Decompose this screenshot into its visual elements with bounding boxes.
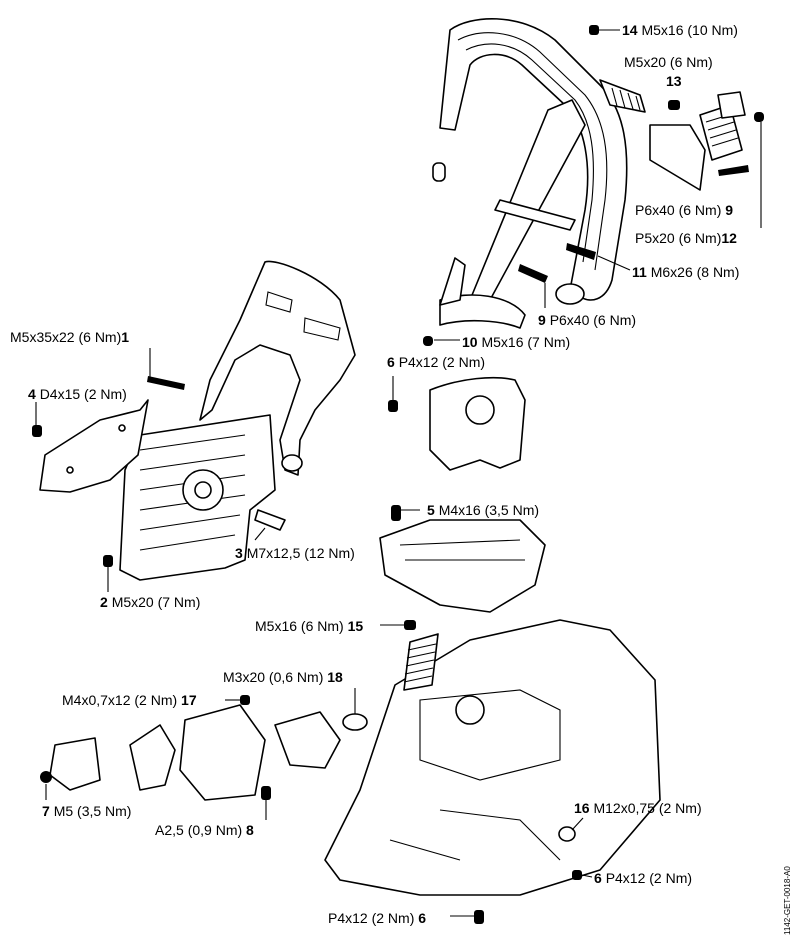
callout-7: 7 M5 (3,5 Nm) [42,803,132,819]
callout-8: A2,5 (0,9 Nm) 8 [155,822,254,838]
crankcase [324,619,661,896]
callout-5: 5 M4x16 (3,5 Nm) [427,502,540,518]
callout-9-top: P6x40 (6 Nm) 9 [635,202,734,218]
callout-14: 14 M5x16 (10 Nm) [622,22,738,38]
callout-1: M5x35x22 (6 Nm)1 [10,329,130,345]
intake-and-carburetor [49,704,368,801]
chain-catcher-plate [39,399,149,493]
spring-15 [403,633,439,691]
callout-16: 16 M12x0,75 (2 Nm) [574,800,702,816]
callout-17: M4x0,7x12 (2 Nm) 17 [62,692,197,708]
callout-11: 11 M6x26 (8 Nm) [632,264,740,280]
callout-6-right: 6 P4x12 (2 Nm) [594,870,693,886]
callout-6-bottom: P4x12 (2 Nm) 6 [328,910,427,926]
callout-9-bottom: 9 P6x40 (6 Nm) [538,312,637,328]
callout-4: 4 D4x15 (2 Nm) [28,386,127,402]
callout-12: P5x20 (6 Nm)12 [635,230,737,246]
sprocket-cover [119,414,276,581]
callout-13-spec: M5x20 (6 Nm) [624,54,713,70]
callout-3: 3 M7x12,5 (12 Nm) [235,545,355,561]
leader-lines [35,29,762,917]
document-id: 1142-GET-0018-A0 [783,866,792,935]
handlebar [432,17,628,329]
callout-10: 10 M5x16 (7 Nm) [462,334,571,350]
callout-13-num: 13 [666,73,682,89]
callout-15: M5x16 (6 Nm) 15 [255,618,364,634]
callout-2: 2 M5x20 (7 Nm) [100,594,201,610]
hand-guard [199,260,356,476]
callout-6-upper: 6 P4x12 (2 Nm) [387,354,486,370]
carburetor-box [379,519,546,613]
screws [32,25,764,924]
anti-vibration-parts [599,79,746,191]
shroud [429,376,526,471]
callout-18: M3x20 (0,6 Nm) 18 [223,669,343,685]
